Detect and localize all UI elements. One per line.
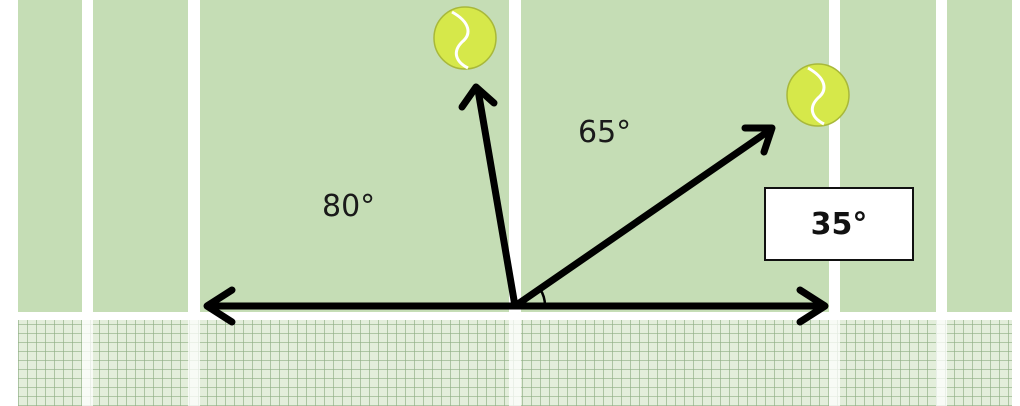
answer-box: 35° (764, 187, 914, 261)
ray-left (458, 83, 519, 310)
tennis-ball-icon (433, 6, 497, 70)
tennis-ball-icon (786, 63, 850, 127)
court-lines (82, 0, 947, 318)
answer-value: 35° (810, 206, 868, 242)
angle-label-65: 65° (578, 115, 632, 150)
angle-label-80: 80° (322, 189, 376, 224)
ray-right (511, 124, 776, 310)
net (18, 312, 1012, 406)
angle-arc (538, 288, 547, 307)
